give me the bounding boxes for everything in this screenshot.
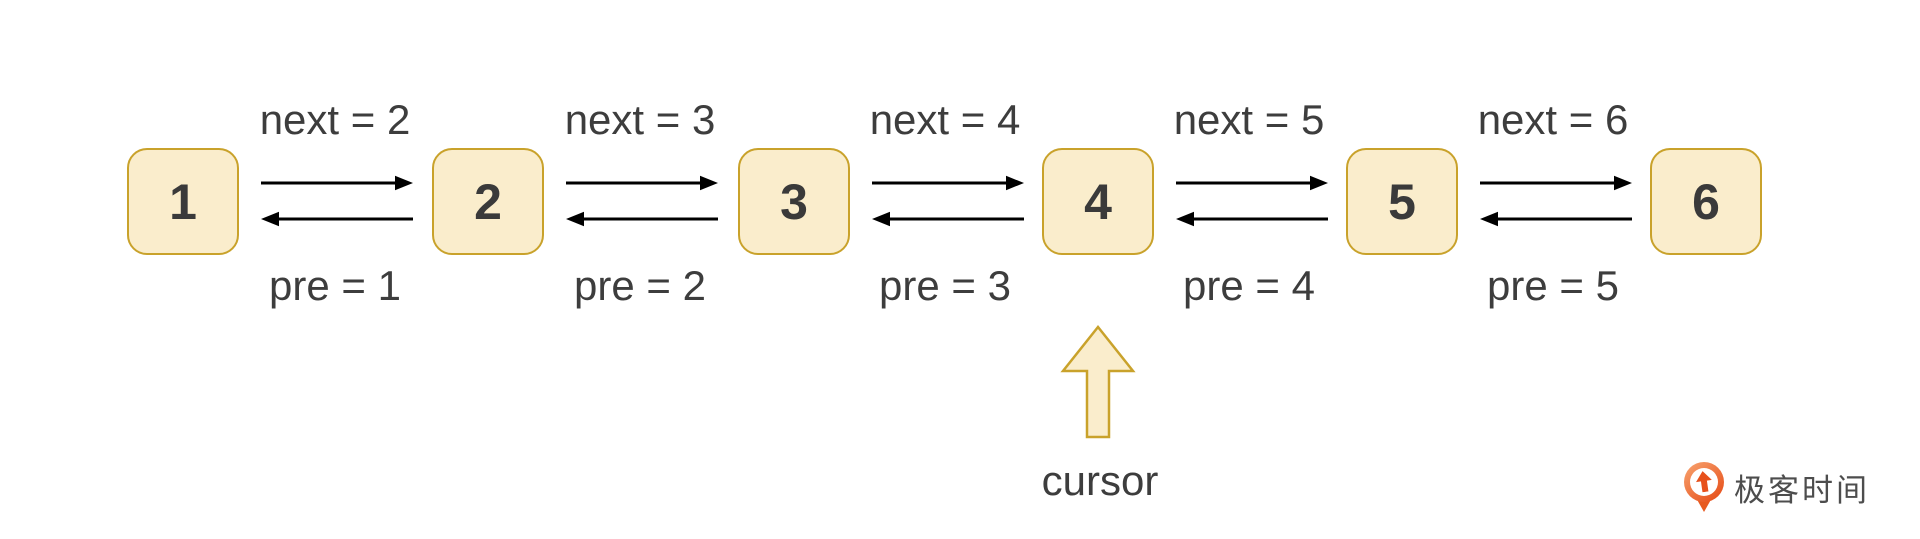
list-node-1: 1 bbox=[127, 148, 239, 255]
geektime-logo-icon bbox=[1684, 462, 1724, 518]
link-arrows-3-4 bbox=[872, 175, 1024, 227]
pre-pointer-label: pre = 4 bbox=[1183, 262, 1315, 309]
pre-arrow-icon bbox=[261, 211, 413, 227]
next-pointer-label: next = 5 bbox=[1173, 96, 1325, 143]
pre-pointer-label: pre = 2 bbox=[574, 262, 706, 309]
link-arrows-5-6 bbox=[1480, 175, 1632, 227]
next-pointer-label: next = 4 bbox=[869, 96, 1021, 143]
list-node-4: 4 bbox=[1042, 148, 1154, 255]
list-node-6: 6 bbox=[1650, 148, 1762, 255]
next-arrow-icon bbox=[261, 175, 413, 191]
node-value: 2 bbox=[474, 173, 502, 230]
next-pointer-label: next = 2 bbox=[259, 96, 411, 143]
list-node-2: 2 bbox=[432, 148, 544, 255]
link-arrows-1-2 bbox=[261, 175, 413, 227]
pre-arrow-icon bbox=[872, 211, 1024, 227]
link-arrows-2-3 bbox=[566, 175, 718, 227]
next-pointer-label: next = 6 bbox=[1477, 96, 1629, 143]
pre-pointer-label: pre = 1 bbox=[269, 262, 401, 309]
cursor-up-arrow-icon bbox=[1060, 324, 1136, 439]
geektime-logo-text: 极客时间 bbox=[1734, 472, 1870, 508]
cursor-label: cursor bbox=[1041, 457, 1159, 504]
next-arrow-icon bbox=[872, 175, 1024, 191]
node-value: 4 bbox=[1084, 173, 1112, 230]
next-arrow-icon bbox=[566, 175, 718, 191]
node-value: 1 bbox=[169, 173, 197, 230]
node-value: 3 bbox=[780, 173, 808, 230]
pre-arrow-icon bbox=[566, 211, 718, 227]
pre-pointer-label: pre = 3 bbox=[879, 262, 1011, 309]
pre-arrow-icon bbox=[1480, 211, 1632, 227]
list-node-5: 5 bbox=[1346, 148, 1458, 255]
next-arrow-icon bbox=[1176, 175, 1328, 191]
pre-arrow-icon bbox=[1176, 211, 1328, 227]
pre-pointer-label: pre = 5 bbox=[1487, 262, 1619, 309]
logo-up-arrow-icon bbox=[1696, 471, 1712, 493]
next-arrow-icon bbox=[1480, 175, 1632, 191]
list-node-3: 3 bbox=[738, 148, 850, 255]
link-arrows-4-5 bbox=[1176, 175, 1328, 227]
geektime-logo: 极客时间 bbox=[1684, 462, 1870, 518]
next-pointer-label: next = 3 bbox=[564, 96, 716, 143]
node-value: 5 bbox=[1388, 173, 1416, 230]
node-value: 6 bbox=[1692, 173, 1720, 230]
